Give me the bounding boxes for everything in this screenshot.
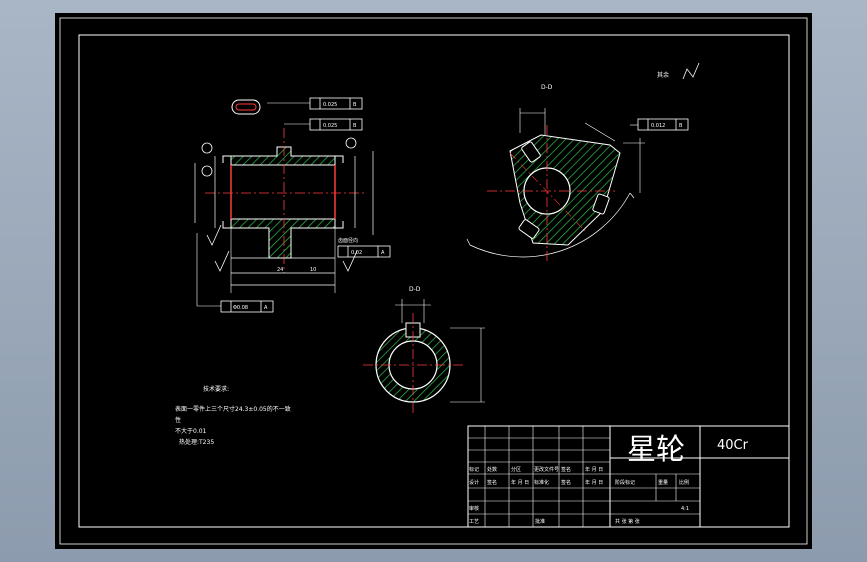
gdt-frame-right: 齿面径向 0.02 A [337, 237, 391, 258]
part-name: 星轮 [627, 432, 685, 466]
front-view: D-D 其余 [466, 62, 700, 263]
gdt-frame-1: 0.025 B [267, 97, 363, 110]
svg-text:工艺: 工艺 [469, 519, 479, 525]
others-label: 其余 [657, 71, 669, 79]
svg-text:年 月 日: 年 月 日 [585, 479, 603, 486]
notes-line-2: 性 [175, 416, 181, 424]
notes-line-4: 热处理:T235 [179, 438, 214, 446]
drawing-sheet: 24 10 0.025 B [55, 13, 812, 549]
notes-heading: 技术要求: [203, 385, 229, 393]
svg-text:年 月 日: 年 月 日 [585, 466, 603, 473]
svg-text:阶段标记: 阶段标记 [615, 479, 635, 486]
svg-text:0.012: 0.012 [651, 123, 665, 129]
dim-24-label: 24 [277, 267, 283, 273]
outer-frame [59, 17, 808, 545]
svg-text:审核: 审核 [469, 505, 479, 512]
svg-text:共 张 第 张: 共 张 第 张 [615, 518, 640, 525]
title-block: 星轮 40Cr 标记 处数 分区 更改文件号 签名 年 月 日 设计 签名 年 … [467, 425, 790, 528]
svg-text:设计: 设计 [469, 479, 479, 486]
svg-text:签名: 签名 [561, 466, 571, 473]
svg-text:重量: 重量 [658, 479, 668, 486]
small-section-view: D-D [363, 286, 485, 413]
gdt-frame-3: 0.012 B [630, 118, 689, 131]
svg-text:0.025: 0.025 [323, 123, 337, 129]
section-small-label: D-D [409, 286, 421, 293]
svg-text:签名: 签名 [561, 479, 571, 486]
dim-10-label: 10 [310, 267, 316, 273]
svg-text:B: B [353, 102, 357, 108]
svg-text:齿面径向: 齿面径向 [338, 237, 358, 244]
gdt-frame-2: 0.025 B [284, 118, 363, 131]
svg-text:处数: 处数 [487, 466, 497, 473]
section-main-label: D-D [541, 84, 553, 91]
technical-notes: 技术要求: 表面一零件上三个尺寸24.3±0.05的不一致 性 不大于0.01 … [175, 385, 291, 446]
svg-text:4:1: 4:1 [681, 506, 689, 512]
svg-text:年 月 日: 年 月 日 [511, 479, 529, 486]
engineering-drawing: 24 10 0.025 B [59, 17, 808, 545]
inner-frame [78, 34, 790, 528]
svg-text:标记: 标记 [469, 466, 479, 473]
svg-text:0.025: 0.025 [323, 102, 337, 108]
svg-text:标准化: 标准化 [534, 479, 549, 486]
svg-text:更改文件号: 更改文件号 [534, 466, 559, 473]
gdt-frame-bottom: Φ0.08 A [196, 233, 274, 313]
svg-text:B: B [679, 123, 683, 129]
svg-text:B: B [353, 123, 357, 129]
svg-text:Φ0.08: Φ0.08 [233, 305, 248, 311]
side-section-view: 24 10 0.025 B [194, 97, 391, 313]
svg-text:0.02: 0.02 [351, 250, 362, 256]
svg-text:分区: 分区 [511, 466, 521, 473]
svg-text:A: A [264, 305, 268, 311]
notes-line-3: 不大于0.01 [175, 427, 207, 435]
svg-text:比例: 比例 [679, 479, 689, 486]
svg-text:批准: 批准 [535, 518, 545, 525]
svg-text:签名: 签名 [487, 479, 497, 486]
svg-text:A: A [381, 250, 385, 256]
notes-line-1: 表面一零件上三个尺寸24.3±0.05的不一致 [175, 405, 291, 413]
material: 40Cr [717, 438, 749, 453]
